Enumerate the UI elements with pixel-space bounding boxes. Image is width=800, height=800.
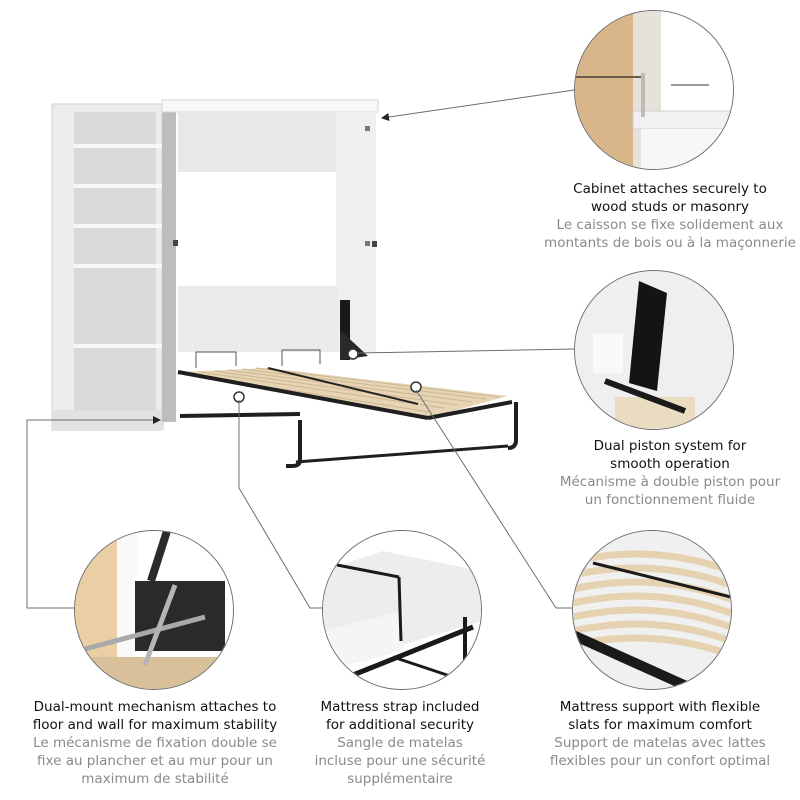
caption-fr-line: montants de bois ou à la maçonnerie bbox=[544, 235, 796, 251]
caption-en-line: Mattress strap included bbox=[320, 699, 480, 715]
marker-dot-slats bbox=[410, 381, 422, 393]
caption-slats: Mattress support with flexible slats for… bbox=[525, 698, 795, 770]
caption-fr-line: Le mécanisme de fixation double se bbox=[33, 735, 277, 751]
caption-en-line: Dual-mount mechanism attaches to bbox=[33, 699, 277, 715]
detail-circle-piston bbox=[574, 270, 734, 430]
caption-cabinet-attach: Cabinet attaches securely to wood studs … bbox=[540, 180, 800, 252]
detail-circle-strap bbox=[322, 530, 482, 690]
caption-fr-line: Le caisson se fixe solidement aux bbox=[556, 217, 784, 233]
caption-en-line: floor and wall for maximum stability bbox=[32, 717, 278, 733]
caption-en-line: wood studs or masonry bbox=[590, 199, 750, 215]
caption-fr-line: Sangle de matelas bbox=[337, 735, 463, 751]
bookcase bbox=[51, 103, 178, 431]
wall-bracket-detail-icon bbox=[575, 11, 733, 169]
screw-mount-detail-icon bbox=[75, 531, 233, 689]
detail-circle-cabinet-attach bbox=[574, 10, 734, 170]
caption-fr-line: Support de matelas avec lattes bbox=[554, 735, 766, 751]
caption-fr-line: flexibles pour un confort optimal bbox=[549, 753, 771, 769]
piston-detail-icon bbox=[575, 271, 733, 429]
caption-en-line: Cabinet attaches securely to bbox=[573, 181, 767, 197]
caption-strap: Mattress strap included for additional s… bbox=[300, 698, 500, 788]
detail-circle-slats bbox=[572, 530, 732, 690]
caption-fr-line: maximum de stabilité bbox=[81, 771, 229, 787]
product-illustration bbox=[0, 0, 560, 480]
mattress-strap-detail-icon bbox=[323, 531, 481, 689]
flexible-slats-detail-icon bbox=[573, 531, 731, 689]
caption-fr-line: incluse pour une sécurité bbox=[314, 753, 486, 769]
caption-fr-line: supplémentaire bbox=[347, 771, 453, 787]
caption-en-line: for additional security bbox=[325, 717, 475, 733]
caption-fr-line: Mécanisme à double piston pour bbox=[559, 474, 781, 490]
caption-en-line: Dual piston system for bbox=[593, 438, 747, 454]
caption-fr-line: un fonctionnement fluide bbox=[584, 492, 756, 508]
detail-circle-dual-mount bbox=[74, 530, 234, 690]
caption-en-line: smooth operation bbox=[610, 456, 730, 472]
caption-piston: Dual piston system for smooth operation … bbox=[540, 437, 800, 509]
marker-dot-piston bbox=[347, 348, 359, 360]
caption-en-line: Mattress support with flexible bbox=[559, 699, 761, 715]
caption-fr-line: fixe au plancher et au mur pour un bbox=[37, 753, 273, 769]
caption-dual-mount: Dual-mount mechanism attaches to floor a… bbox=[0, 698, 310, 788]
bed-cabinet bbox=[161, 99, 379, 360]
caption-en-line: slats for maximum comfort bbox=[568, 717, 752, 733]
